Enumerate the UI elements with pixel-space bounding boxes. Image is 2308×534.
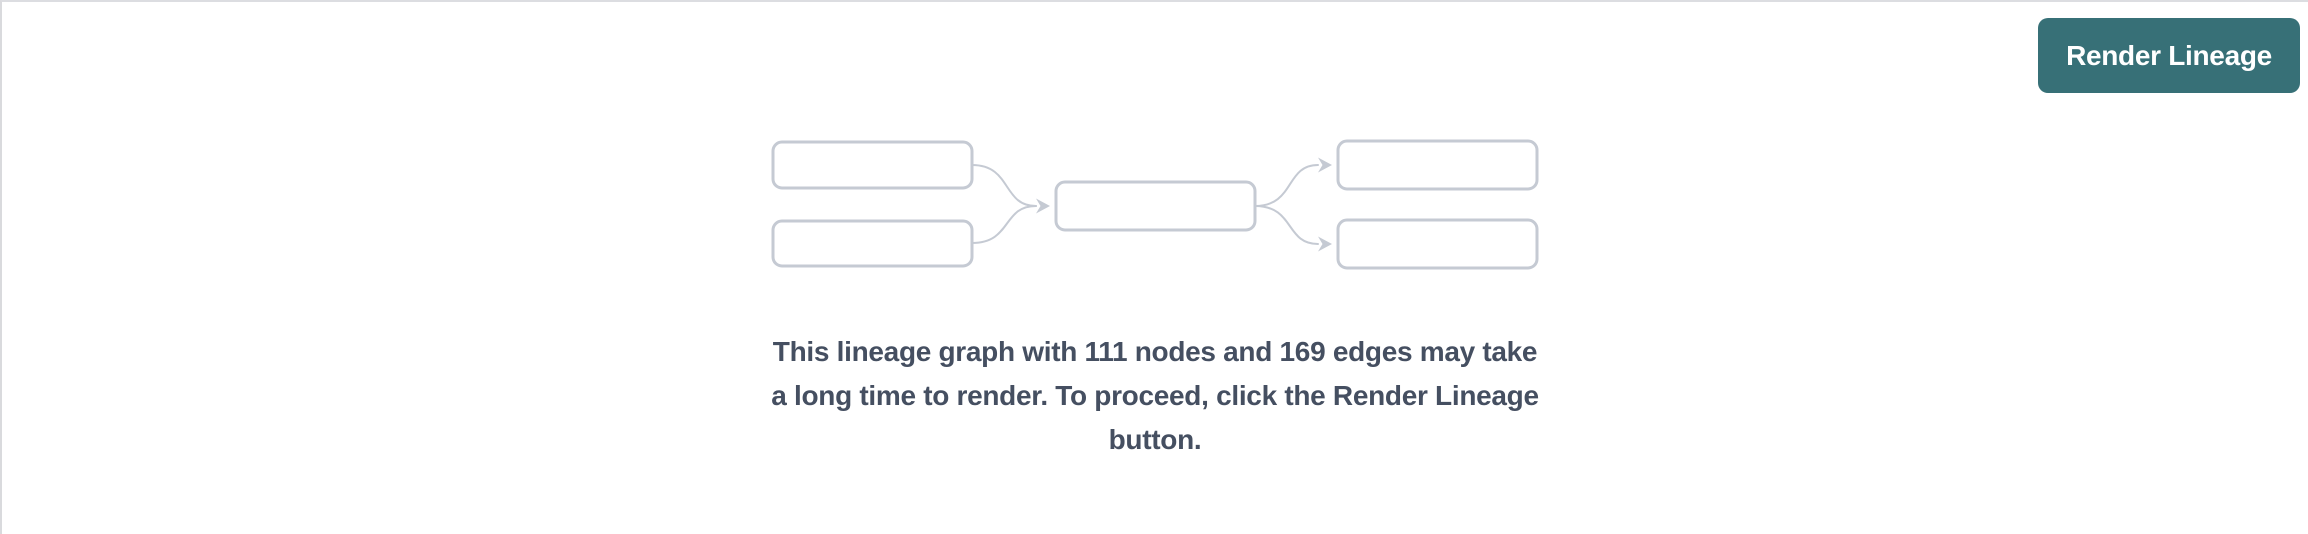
arrowhead-downstream-bottom-icon — [1318, 236, 1332, 252]
render-lineage-button[interactable]: Render Lineage — [2038, 18, 2300, 93]
edge-upstream-top — [971, 164, 1037, 207]
node-box-downstream-bottom — [1336, 218, 1539, 270]
lineage-placeholder-diagram — [760, 132, 1550, 282]
node-box-upstream-bottom — [771, 219, 974, 268]
lineage-placeholder-icon — [771, 139, 1539, 270]
edge-downstream-bottom — [1254, 205, 1319, 245]
lineage-warning-line-2: a long time to render. To proceed, click… — [771, 380, 1539, 411]
node-box-downstream-top — [1336, 139, 1539, 191]
lineage-warning-line-1: This lineage graph with 111 nodes and 16… — [772, 336, 1538, 367]
edge-upstream-bottom — [971, 205, 1037, 244]
lineage-warning-line-3: button. — [1108, 424, 1202, 455]
arrowhead-downstream-top-icon — [1318, 157, 1332, 173]
arrowhead-center-icon — [1036, 198, 1050, 214]
node-box-upstream-top — [771, 140, 974, 190]
edge-downstream-top — [1254, 164, 1319, 207]
lineage-warning-message: This lineage graph with 111 nodes and 16… — [665, 330, 1645, 462]
node-box-center — [1054, 180, 1257, 232]
